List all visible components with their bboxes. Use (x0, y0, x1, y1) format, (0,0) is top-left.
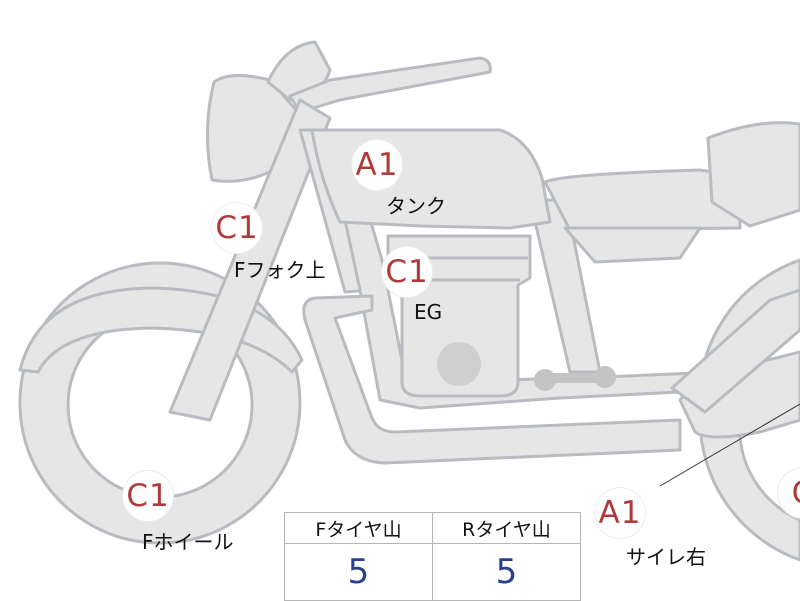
exhaust-pipe-shape (302, 294, 682, 465)
tail-shape (706, 121, 800, 228)
front-fork-shape (168, 98, 332, 422)
leader-line (659, 403, 800, 487)
part-label-engine: EG (414, 300, 443, 324)
rear-tire-header: Rタイヤ山 (432, 512, 581, 544)
footpeg-shape (594, 366, 616, 388)
swingarm-shape (670, 288, 800, 414)
handlebar-shape (288, 56, 492, 114)
grade-badge-engine: C1 (382, 247, 432, 297)
footpeg-shape (534, 369, 556, 391)
grade-badge-rear-partial: C (778, 468, 800, 518)
grade-badge-front-wheel: C1 (123, 471, 173, 521)
tire-table-header-row: Fタイヤ山 Rタイヤ山 (284, 512, 581, 544)
part-label-tank: タンク (386, 194, 446, 218)
front-tire-value: 5 (284, 543, 433, 601)
side-cover-shape (563, 226, 702, 264)
footpeg-shape (540, 373, 608, 383)
grade-badge-tank: A1 (352, 140, 402, 190)
tire-tread-table: Fタイヤ山 Rタイヤ山 5 5 (284, 512, 581, 601)
grade-badge-muffler-right: A1 (595, 488, 645, 538)
part-label-muffler-right: サイレ右 (626, 545, 706, 569)
rear-tire-value: 5 (432, 543, 581, 601)
part-label-fork: Fフォク上 (234, 258, 326, 282)
front-tire-header: Fタイヤ山 (284, 512, 433, 544)
engine-cover-shape (437, 342, 481, 386)
grade-badge-fork: C1 (212, 203, 262, 253)
tire-table-value-row: 5 5 (284, 543, 581, 601)
part-label-front-wheel: Fホイール (142, 530, 234, 554)
